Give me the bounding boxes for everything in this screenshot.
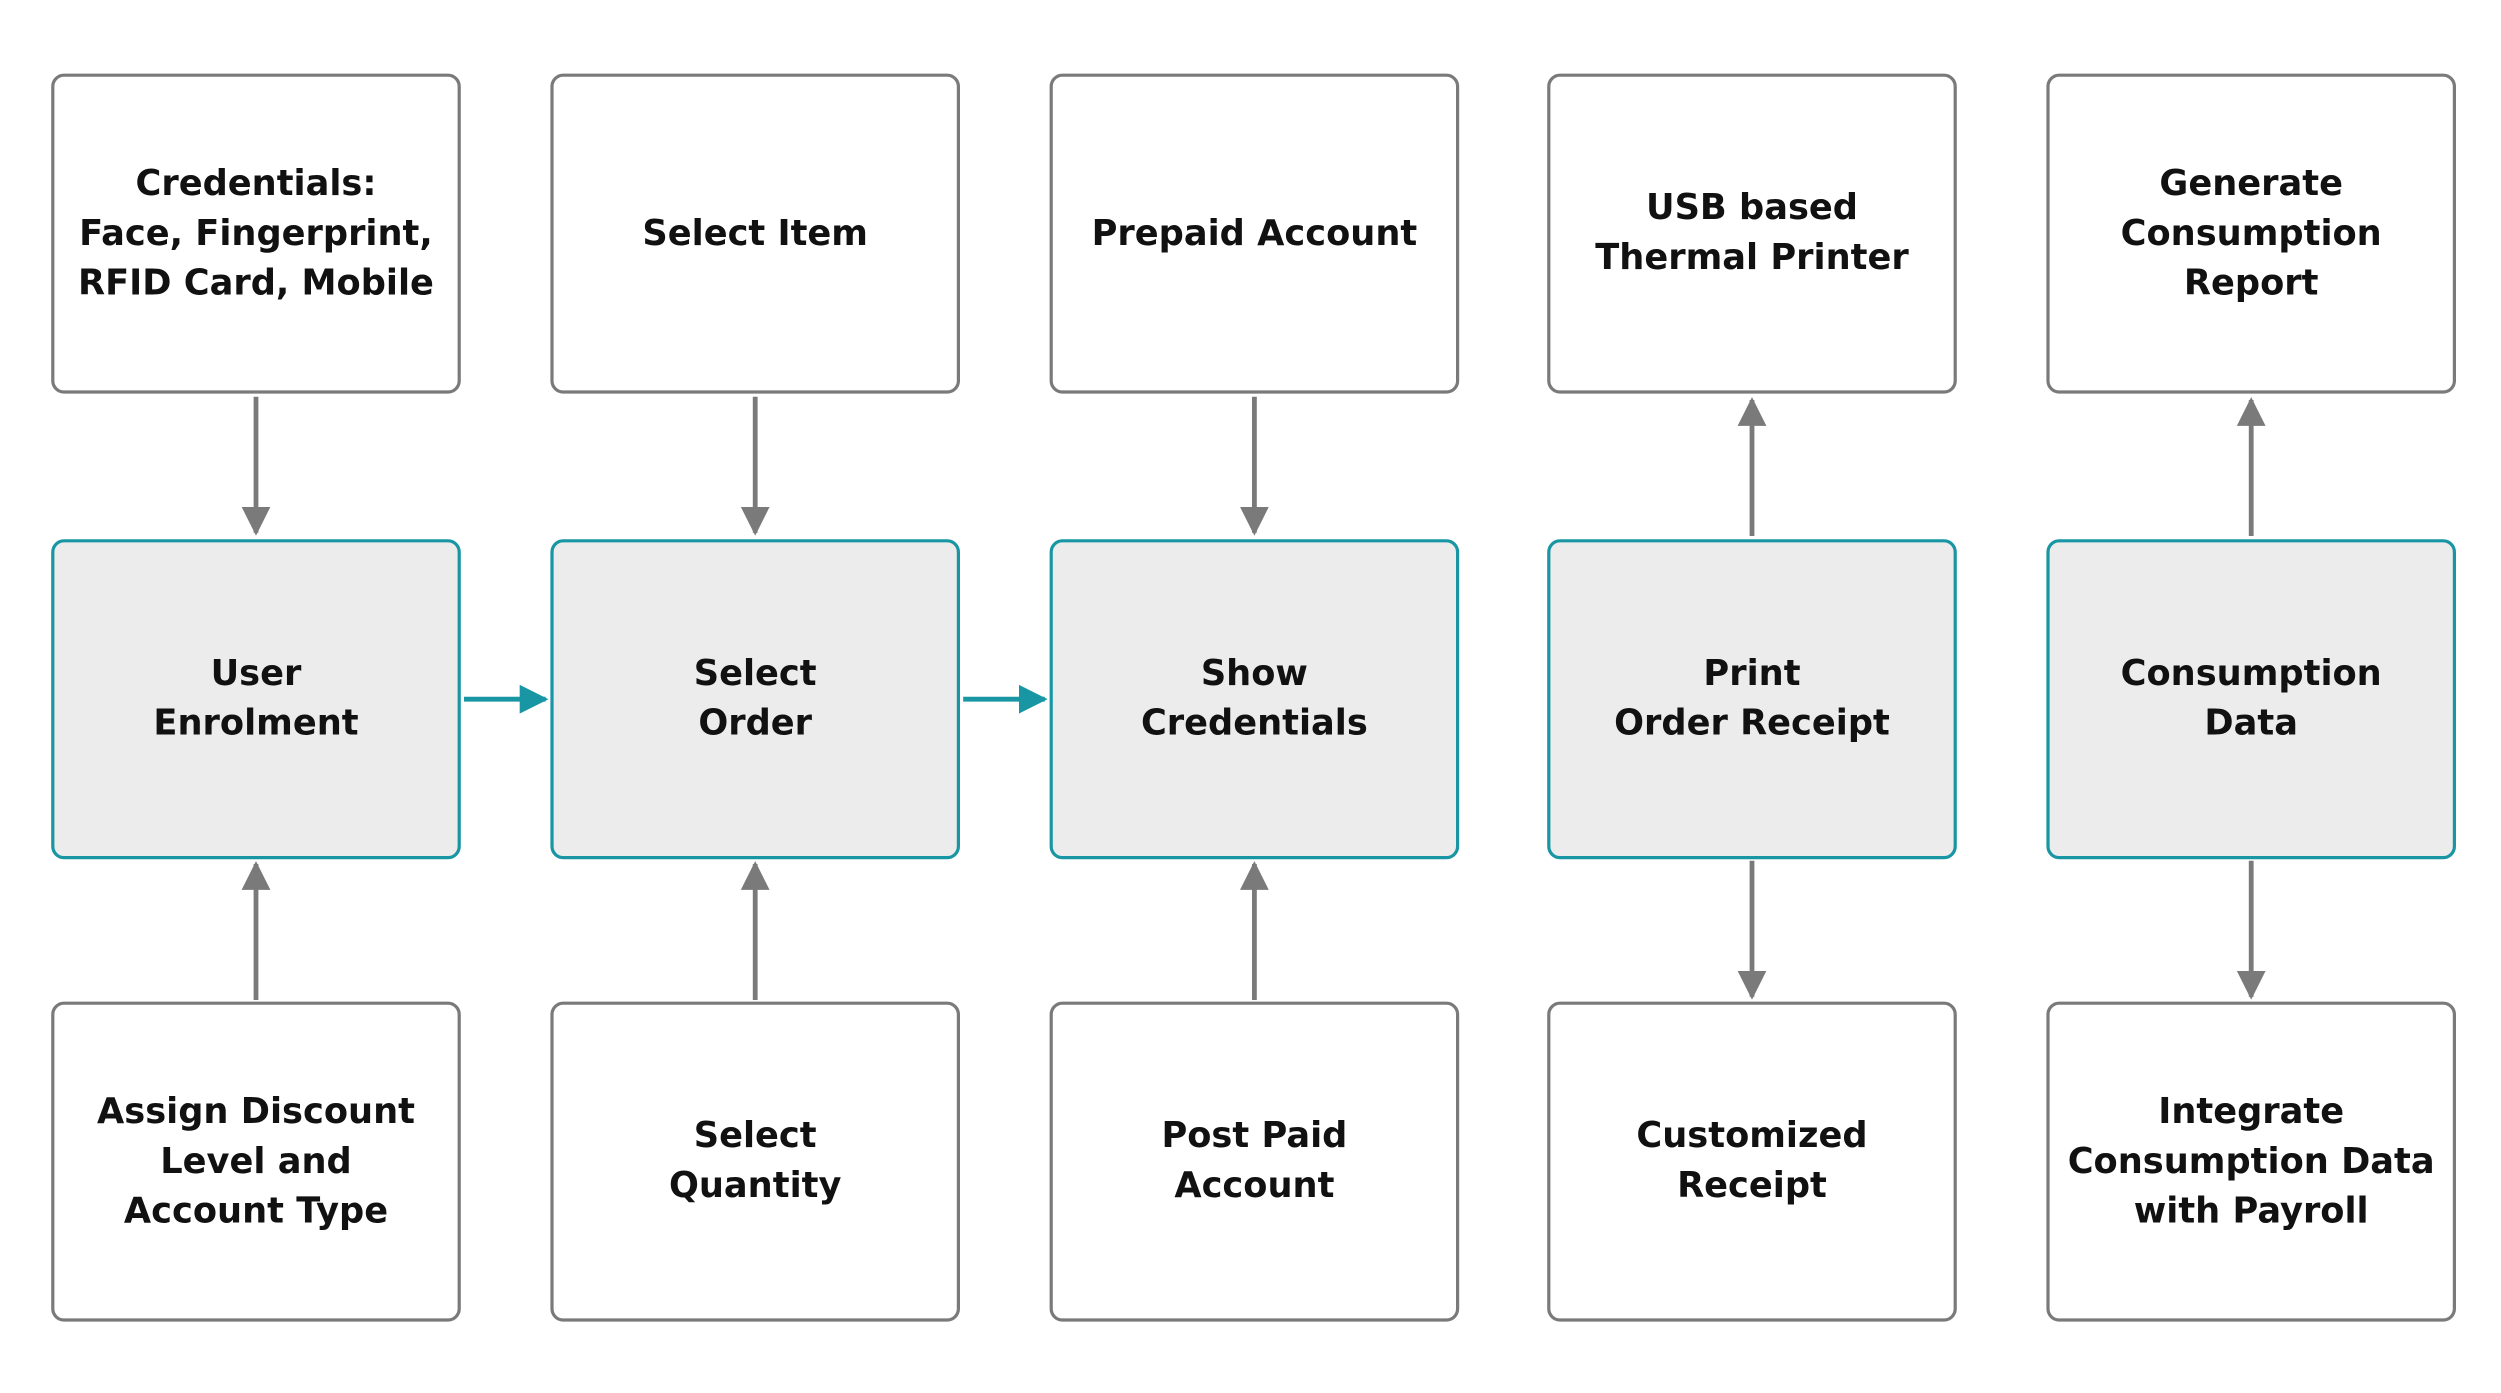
assign-discount-box: Assign Discount Level and Account Type <box>51 1001 461 1322</box>
generate-consumption-report-label: Generate Consumption Report <box>2120 164 2382 304</box>
select-quantity-label: Select Quantity <box>668 1116 842 1207</box>
select-order-box: Select Order <box>550 539 960 860</box>
usb-thermal-printer-box: USB based Thermal Printer <box>1547 73 1957 394</box>
generate-consumption-report-box: Generate Consumption Report <box>2046 73 2456 394</box>
select-item-label: Select Item <box>642 213 868 254</box>
print-order-receipt-label: Print Order Receipt <box>1614 654 1890 744</box>
credentials-box: Credentials: Face, Fingerprint, RFID Car… <box>51 73 461 394</box>
assign-discount-label: Assign Discount Level and Account Type <box>97 1092 415 1232</box>
integrate-payroll-label: Integrate Consumption Data with Payroll <box>2067 1092 2435 1232</box>
select-quantity-box: Select Quantity <box>550 1001 960 1322</box>
consumption-data-label: Consumption Data <box>2120 654 2382 744</box>
print-order-receipt-box: Print Order Receipt <box>1547 539 1957 860</box>
post-paid-account-box: Post Paid Account <box>1049 1001 1460 1322</box>
post-paid-account-label: Post Paid Account <box>1161 1116 1348 1207</box>
user-enrolment-box: User Enrolment <box>51 539 461 860</box>
prepaid-account-label: Prepaid Account <box>1091 213 1418 254</box>
customized-receipt-box: Customized Receipt <box>1547 1001 1957 1322</box>
usb-thermal-printer-label: USB based Thermal Printer <box>1595 188 1909 279</box>
prepaid-account-box: Prepaid Account <box>1049 73 1460 394</box>
integrate-payroll-box: Integrate Consumption Data with Payroll <box>2046 1001 2456 1322</box>
user-enrolment-label: User Enrolment <box>153 654 359 744</box>
show-credentials-label: Show Credentials <box>1140 654 1368 744</box>
select-order-label: Select Order <box>693 654 817 744</box>
customized-receipt-label: Customized Receipt <box>1636 1116 1868 1207</box>
select-item-box: Select Item <box>550 73 960 394</box>
credentials-label: Credentials: Face, Fingerprint, RFID Car… <box>78 164 434 304</box>
show-credentials-box: Show Credentials <box>1049 539 1460 860</box>
consumption-data-box: Consumption Data <box>2046 539 2456 860</box>
